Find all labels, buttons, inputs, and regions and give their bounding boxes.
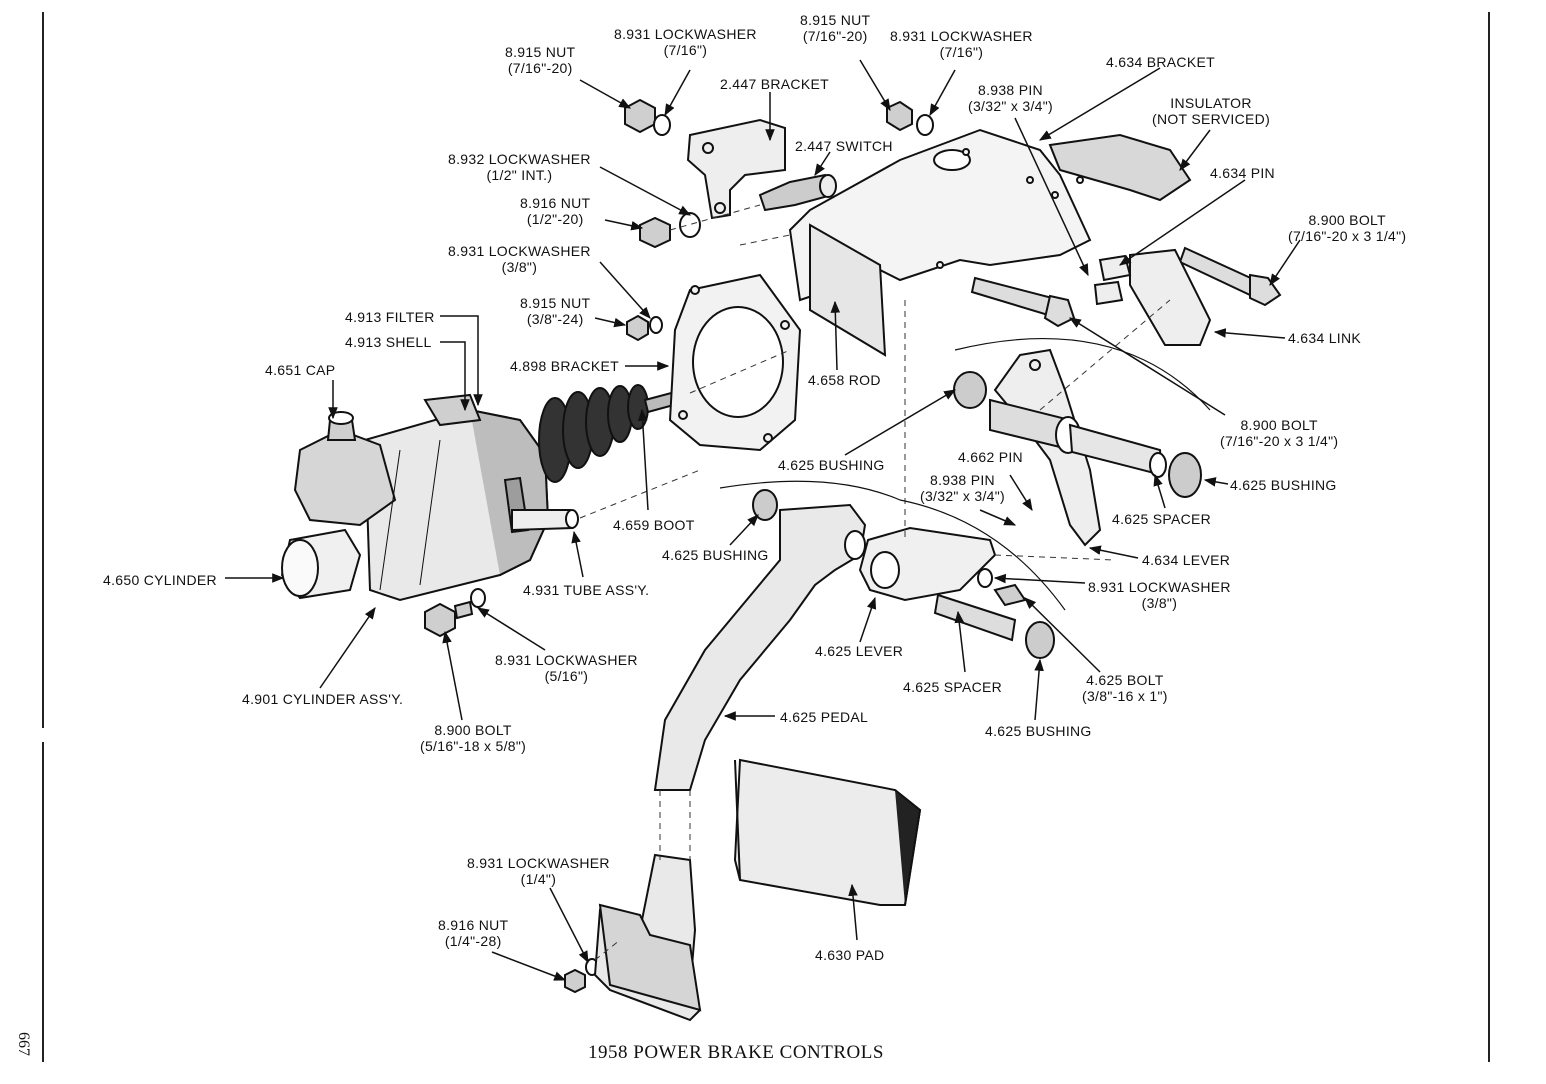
label-lockwasher-3-8-a: 8.931 LOCKWASHER(3/8") <box>448 243 591 275</box>
label-nut-1-2: 8.916 NUT(1/2"-20) <box>520 195 591 227</box>
hardware-drawing <box>424 98 1027 994</box>
label-boot: 4.659 BOOT <box>613 517 695 533</box>
label-bracket-4634: 4.634 BRACKET <box>1106 54 1215 70</box>
label-bolt-8900-top: 8.900 BOLT(7/16"-20 x 3 1/4") <box>1288 212 1407 244</box>
dashed-guides <box>579 204 1171 961</box>
label-bracket-4898: 4.898 BRACKET <box>510 358 619 374</box>
label-nut-1-4: 8.916 NUT(1/4"-28) <box>438 917 509 949</box>
label-cylinder-4650: 4.650 CYLINDER <box>103 572 217 588</box>
label-lockwasher-7-16-b: 8.931 LOCKWASHER(7/16") <box>890 28 1033 60</box>
label-lockwasher-7-16-a: 8.931 LOCKWASHER(7/16") <box>614 26 757 58</box>
label-bolt-8900-mid: 8.900 BOLT(7/16"-20 x 3 1/4") <box>1220 417 1339 449</box>
bolts-drawing <box>970 246 1282 328</box>
label-lockwasher-1-4: 8.931 LOCKWASHER(1/4") <box>467 855 610 887</box>
label-lockwasher-3-8-b: 8.931 LOCKWASHER(3/8") <box>1088 579 1231 611</box>
link-lever-drawing <box>953 248 1212 547</box>
pedal-drawing <box>593 489 1055 1022</box>
pad-drawing <box>733 758 922 906</box>
label-spacer-lower: 4.625 SPACER <box>903 679 1003 695</box>
label-bolt-4625: 4.625 BOLT(3/8"-16 x 1") <box>1082 672 1168 704</box>
main-bracket-drawing <box>788 128 1192 357</box>
right-margin-rule <box>1488 12 1490 1062</box>
label-bolt-8900-low: 8.900 BOLT(5/16"-18 x 5/8") <box>420 722 527 754</box>
label-pad: 4.630 PAD <box>815 947 885 963</box>
label-cap: 4.651 CAP <box>265 362 336 378</box>
left-margin-rule-top <box>42 12 44 728</box>
cylinder-assembly-drawing <box>280 393 579 602</box>
page-number: 667 <box>15 1032 32 1056</box>
label-nut-3-8: 8.915 NUT(3/8"-24) <box>520 295 591 327</box>
label-insulator: INSULATOR(NOT SERVICED) <box>1152 95 1271 127</box>
label-lockwasher-1-2-int: 8.932 LOCKWASHER(1/2" INT.) <box>448 151 591 183</box>
label-pin-4662: 4.662 PIN <box>958 449 1023 465</box>
switch-2447-drawing <box>686 118 837 220</box>
label-cylinder-assy: 4.901 CYLINDER ASS'Y. <box>242 691 404 707</box>
label-pin-8938-top: 8.938 PIN(3/32" x 3/4") <box>968 82 1053 114</box>
boot-drawing <box>538 384 694 483</box>
label-rod-4658: 4.658 ROD <box>808 372 881 388</box>
label-lockwasher-5-16: 8.931 LOCKWASHER(5/16") <box>495 652 638 684</box>
left-margin-rule-bottom <box>42 742 44 1062</box>
label-bushing-lower: 4.625 BUSHING <box>985 723 1092 739</box>
label-nut-7-16-left: 8.915 NUT(7/16"-20) <box>505 44 576 76</box>
label-switch-2447: 2.447 SWITCH <box>795 138 893 154</box>
label-bushing-right: 4.625 BUSHING <box>1230 477 1337 493</box>
label-bushing-pedal: 4.625 BUSHING <box>662 547 769 563</box>
label-nut-7-16-top: 8.915 NUT(7/16"-20) <box>800 12 871 44</box>
label-spacer-upper: 4.625 SPACER <box>1112 511 1212 527</box>
label-lever-4634: 4.634 LEVER <box>1142 552 1231 568</box>
arc-guides <box>719 337 1211 611</box>
label-link-4634: 4.634 LINK <box>1288 330 1362 346</box>
label-shell: 4.913 SHELL <box>345 334 432 350</box>
label-pin-8938-mid: 8.938 PIN(3/32" x 3/4") <box>920 472 1005 504</box>
leader-lines <box>225 59 1301 981</box>
label-tube-assy: 4.931 TUBE ASS'Y. <box>523 582 650 598</box>
label-lever-4625: 4.625 LEVER <box>815 643 904 659</box>
label-bracket-2447: 2.447 BRACKET <box>720 76 829 92</box>
bracket-4898-drawing <box>668 273 802 452</box>
figure-caption: 1958 POWER BRAKE CONTROLS <box>588 1042 884 1063</box>
label-pedal: 4.625 PEDAL <box>780 709 869 725</box>
label-filter: 4.913 FILTER <box>345 309 435 325</box>
label-bushing-upper: 4.625 BUSHING <box>778 457 885 473</box>
label-pin-4634: 4.634 PIN <box>1210 165 1275 181</box>
